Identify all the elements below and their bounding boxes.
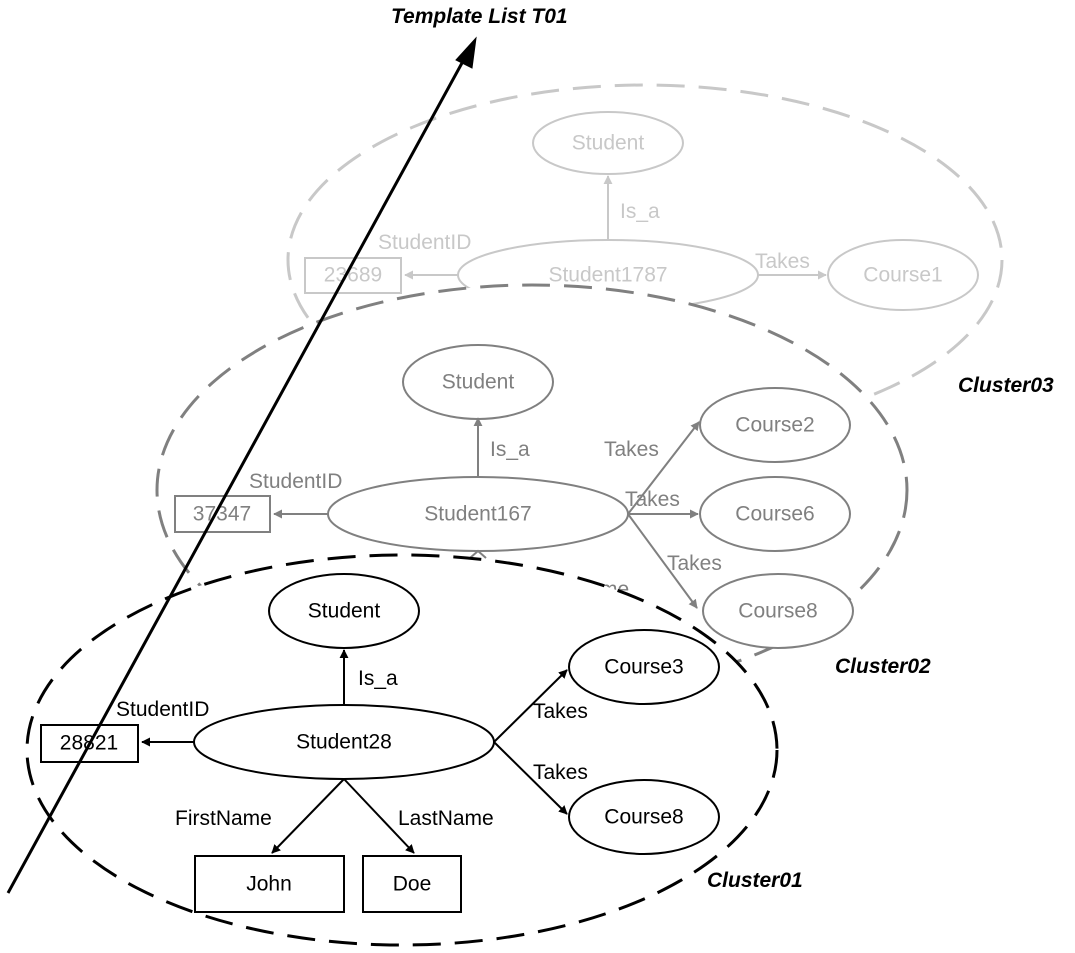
c3-student1787-label: Student1787 <box>548 264 667 287</box>
c1-isa-label: Is_a <box>358 667 398 690</box>
c2-course8-node[interactable] <box>702 573 854 649</box>
c1-takes-course3-edge <box>493 669 568 743</box>
c1-doe-box[interactable] <box>362 855 462 913</box>
cluster01-labels: Student Student28 Course3 Course8 28821 … <box>60 600 684 896</box>
template-list-arrowhead <box>455 36 477 69</box>
c1-lastname-label: LastName <box>398 807 494 830</box>
c1-student-label: Student <box>308 600 381 623</box>
c1-john-label: John <box>246 873 292 896</box>
template-list-axis <box>6 51 470 894</box>
c3-isa-label: Is_a <box>620 200 660 223</box>
c1-takes-label-1: Takes <box>533 700 588 723</box>
c3-student-label: Student <box>572 132 645 155</box>
c2-takes-course8-edge <box>627 513 698 609</box>
c2-student-label: Student <box>442 371 515 394</box>
c2-hidden-edge-arrow <box>469 549 487 559</box>
c1-takes-label-2: Takes <box>533 761 588 784</box>
c2-id-label: 37347 <box>193 503 251 526</box>
cluster01-name: Cluster01 <box>707 869 803 892</box>
cluster03-labels: Student Student1787 Course1 23689 Is_a S… <box>324 132 943 287</box>
c1-course8-node[interactable] <box>568 779 720 855</box>
c3-id-label: 23689 <box>324 264 382 287</box>
c1-studentid-label: StudentID <box>116 698 209 721</box>
c3-student-node[interactable] <box>532 111 684 175</box>
template-list-title: Template List T01 <box>391 5 568 28</box>
c1-student28-label: Student28 <box>296 731 392 754</box>
c2-studentid-label: StudentID <box>249 470 342 493</box>
c2-takes-label-3: Takes <box>667 552 722 575</box>
c2-takes-course2-edge <box>627 421 700 515</box>
c1-john-box[interactable] <box>194 855 345 913</box>
c1-lastname-edge <box>343 778 415 854</box>
c3-studentid-label: StudentID <box>378 231 471 254</box>
cluster03-name: Cluster03 <box>958 374 1054 397</box>
c2-course2-node[interactable] <box>699 387 851 463</box>
c1-takes-course8-edge <box>493 741 568 815</box>
c1-course3-label: Course3 <box>604 656 683 679</box>
c1-doe-label: Doe <box>393 873 432 896</box>
c2-takes-label-2: Takes <box>625 488 680 511</box>
c1-course3-node[interactable] <box>568 629 720 705</box>
c2-course8-label: Course8 <box>738 600 817 623</box>
cluster02-name: Cluster02 <box>835 655 931 678</box>
cluster01 <box>25 553 779 947</box>
c3-course1-node[interactable] <box>827 239 979 311</box>
cluster02-labels: Student Student167 Course2 Course6 Cours… <box>193 371 818 623</box>
c1-course8-label: Course8 <box>604 806 683 829</box>
c2-student167-label: Student167 <box>424 503 531 526</box>
c3-takes-label: Takes <box>755 250 810 273</box>
c1-firstname-edge <box>271 778 345 854</box>
c2-course6-label: Course6 <box>735 503 814 526</box>
c2-course6-node[interactable] <box>699 476 851 552</box>
c3-course1-label: Course1 <box>863 264 942 287</box>
c1-firstname-label: FirstName <box>175 807 272 830</box>
c1-student-node[interactable] <box>268 573 420 649</box>
c2-takes-label-1: Takes <box>604 438 659 461</box>
c2-isa-label: Is_a <box>490 438 530 461</box>
c2-course2-label: Course2 <box>735 414 814 437</box>
